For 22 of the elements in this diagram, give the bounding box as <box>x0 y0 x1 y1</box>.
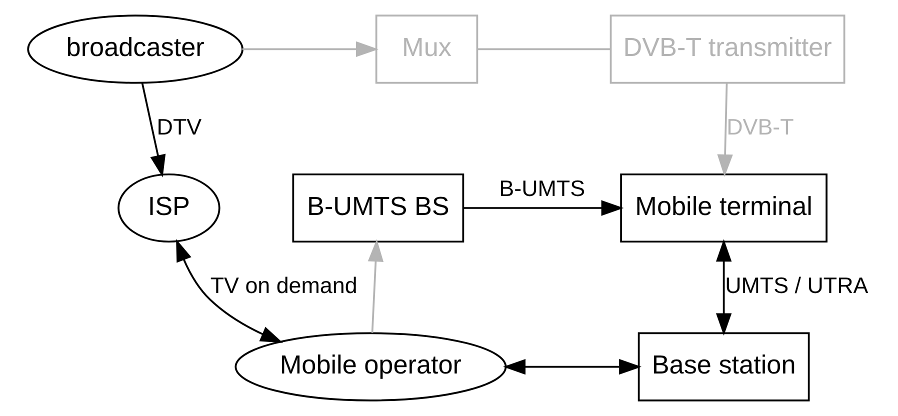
arrow <box>141 83 166 178</box>
node-box: Mobile terminal <box>620 173 828 243</box>
arrow <box>503 358 642 375</box>
edge-label: TV on demand <box>210 273 358 298</box>
edge-label: UMTS / UTRA <box>725 273 868 298</box>
node-box: Mux <box>375 14 478 84</box>
edge-label: DVB-T <box>726 114 794 140</box>
node-ellipse: ISP <box>118 173 220 243</box>
arrow <box>368 239 384 333</box>
connector <box>477 48 611 50</box>
arrow <box>242 41 378 58</box>
node-ellipse: broadcaster <box>27 14 244 84</box>
node-box: Base station <box>638 332 810 402</box>
edge-label: B-UMTS <box>499 176 586 202</box>
arrow <box>176 238 283 343</box>
node-ellipse: Mobile operator <box>234 332 507 402</box>
arrow <box>716 239 732 336</box>
edge-label: DTV <box>156 114 202 140</box>
arrow <box>717 83 733 177</box>
arrow <box>464 200 624 216</box>
node-box: B-UMTS BS <box>292 173 464 243</box>
node-box: DVB-T transmitter <box>610 14 846 84</box>
